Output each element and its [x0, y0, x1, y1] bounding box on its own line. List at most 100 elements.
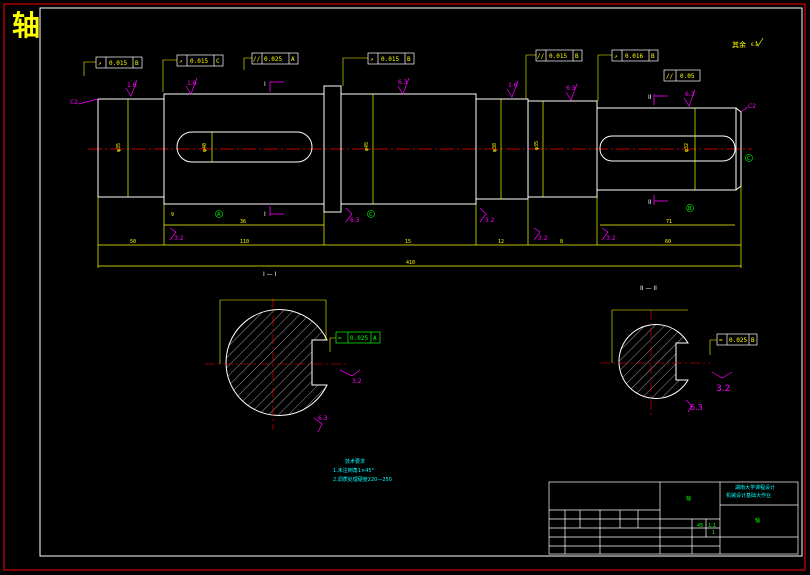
section-markers: I I II II — [264, 81, 652, 218]
svg-text://: // — [666, 73, 674, 80]
svg-text:φ32: φ32 — [684, 143, 690, 152]
svg-text:0.05: 0.05 — [680, 73, 695, 80]
svg-text:3.2: 3.2 — [716, 384, 730, 394]
svg-text://: // — [253, 56, 261, 63]
svg-text:3.2: 3.2 — [606, 235, 616, 242]
diameter-dims — [127, 94, 696, 204]
chamfer-leaders — [77, 98, 749, 113]
roughness-mark: 3.2 — [169, 227, 184, 242]
section-marker: II — [648, 199, 652, 206]
section-label: II — II — [640, 285, 657, 292]
remaining-roughness-value: 6.3 — [751, 42, 758, 47]
sheet-number: 1 — [712, 530, 715, 536]
svg-text:φ35: φ35 — [534, 141, 540, 150]
svg-text://: // — [537, 53, 545, 60]
svg-text:0.015: 0.015 — [109, 60, 127, 67]
dim-text: 71 — [666, 219, 672, 225]
svg-text:3.2: 3.2 — [538, 235, 548, 242]
roughness-mark: 1.6 — [125, 79, 138, 97]
svg-text:B: B — [407, 56, 411, 63]
tolerance-frame: // 0.025 A — [251, 52, 299, 65]
dim-text: 9 — [171, 212, 174, 218]
svg-text:6.3: 6.3 — [350, 217, 360, 224]
roughness-mark: 1.6 — [185, 77, 198, 95]
section-marker: I — [264, 81, 266, 88]
dim-text: 110 — [240, 239, 249, 245]
notes-line: 2.调质处理硬度220—250 — [333, 477, 392, 483]
section-marker: II — [648, 94, 652, 101]
svg-text:3.2: 3.2 — [352, 378, 362, 385]
roughness-mark: 1.6 — [506, 80, 519, 98]
section-marker: I — [264, 211, 266, 218]
svg-text:0.015: 0.015 — [190, 58, 208, 65]
svg-text:6.3: 6.3 — [566, 85, 576, 92]
dim-text: 50 — [130, 239, 136, 245]
svg-text:↗: ↗ — [179, 58, 183, 65]
svg-text:A: A — [291, 56, 295, 63]
datum-label: C — [369, 212, 373, 218]
outer-frame — [3, 3, 806, 571]
datum-label: C — [747, 156, 751, 162]
datum-labels: A C B C — [215, 154, 753, 218]
svg-text:φ40: φ40 — [202, 143, 208, 152]
svg-text:B: B — [135, 60, 139, 67]
svg-text:B: B — [751, 337, 755, 344]
school-name: 湖南大学课程设计 — [735, 484, 775, 491]
frame-leaders — [83, 54, 612, 101]
roughness-marks: 1.6 1.6 6.3 1.6 6.3 6.3 6.3 3.2 3.2 3.2 … — [125, 77, 696, 242]
datum-label: B — [688, 206, 692, 212]
svg-text:↗: ↗ — [98, 60, 102, 67]
svg-text:6.3: 6.3 — [398, 79, 408, 86]
roughness-mark: 6.3 — [565, 83, 578, 101]
title-block-texts: 轴 湖南大学课程设计 机械设计基础大作业 轴 45 1:1 1 — [686, 484, 775, 536]
scale: 1:1 — [708, 523, 716, 529]
section-marker-lines — [269, 81, 668, 216]
chamfer-label: C2 — [70, 99, 78, 106]
drawing-subtitle: 机械设计基础大作业 — [726, 492, 771, 499]
svg-text:=: = — [338, 335, 342, 342]
roughness-mark: 6.3 — [345, 207, 360, 224]
svg-text:0.015: 0.015 — [549, 53, 567, 60]
datum-label: A — [217, 212, 221, 218]
svg-text:1.6: 1.6 — [187, 80, 197, 87]
svg-text:φ35: φ35 — [116, 143, 122, 152]
drawing-title: 轴 — [12, 9, 41, 42]
svg-text:0.015: 0.015 — [381, 56, 399, 63]
part-name: 轴 — [755, 517, 760, 524]
section-label: I — I — [263, 271, 277, 278]
notes-heading: 技术要求 — [345, 459, 366, 465]
dim-text: 410 — [406, 260, 415, 266]
section-view-1: I — I = 0.025 A 3.2 6.3 — [205, 271, 381, 433]
chamfer-label: C2 — [748, 103, 756, 110]
roughness-mark: 6.3 — [683, 89, 696, 107]
length-dim-texts: 50 110 36 9 15 12 8 60 71 410 — [130, 212, 672, 266]
diameter-dim-texts: φ35 φ40 φ45 φ38 φ35 φ32 — [116, 141, 690, 152]
material: 45 — [697, 523, 703, 529]
svg-text:0.025: 0.025 — [729, 337, 747, 344]
dim-text: 60 — [665, 239, 671, 245]
svg-text:0.025: 0.025 — [350, 335, 368, 342]
svg-text:0.025: 0.025 — [264, 56, 282, 63]
svg-text:1.6: 1.6 — [508, 82, 518, 89]
svg-text:1.6: 1.6 — [127, 82, 137, 89]
svg-text:B: B — [651, 53, 655, 60]
tolerance-frame: // 0.05 — [663, 69, 701, 82]
svg-text:↗: ↗ — [614, 53, 618, 60]
roughness-symbol — [755, 37, 764, 47]
svg-text:C: C — [216, 58, 220, 65]
part-name-small: 轴 — [686, 495, 691, 502]
title-block — [548, 481, 799, 555]
tolerance-frame: ↗ 0.015 B — [367, 52, 415, 65]
shaft-outline — [97, 85, 742, 213]
svg-text:6.3: 6.3 — [685, 91, 695, 98]
svg-text:=: = — [719, 337, 723, 344]
notes-line: 1.未注倒角1×45° — [333, 468, 375, 474]
svg-text:B: B — [575, 53, 579, 60]
section-view-2: II — II = 0.025 B 3.2 6.3 — [600, 285, 758, 418]
svg-text:φ45: φ45 — [364, 142, 370, 151]
svg-text:↗: ↗ — [370, 56, 374, 63]
tolerance-frame: ↗ 0.015 B — [95, 56, 143, 69]
tolerance-frame: ↗ 0.015 C — [176, 54, 224, 67]
inner-frame — [39, 7, 803, 557]
